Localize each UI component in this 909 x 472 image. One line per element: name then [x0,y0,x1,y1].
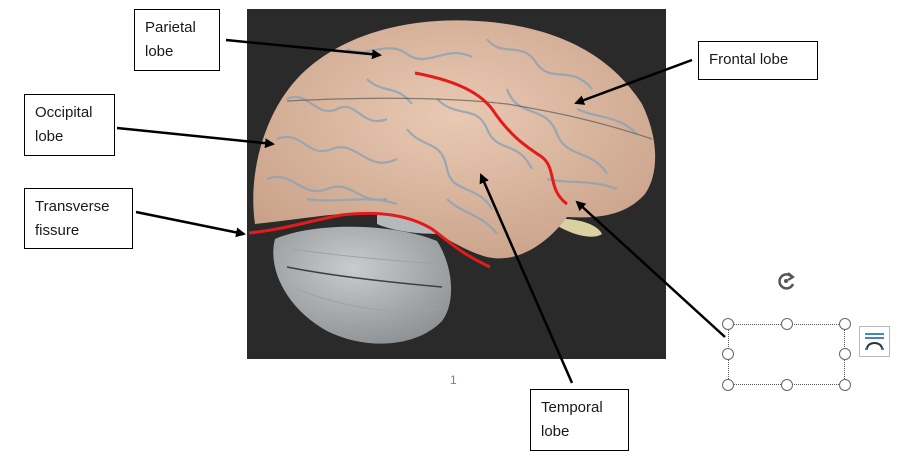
rotate-handle-icon[interactable] [774,269,798,293]
resize-handle-tr[interactable] [839,318,851,330]
transverse-fissure-line [248,211,491,269]
resize-handle-mr[interactable] [839,348,851,360]
frontal-lobe-label[interactable]: Frontal lobe [698,41,818,80]
layout-options-icon [865,333,884,350]
selected-textbox[interactable] [728,324,845,385]
resize-handle-br[interactable] [839,379,851,391]
transverse-arrow[interactable] [135,210,246,238]
temporal-arrow[interactable] [479,173,574,384]
occipital-lobe-label[interactable]: Occipital lobe [24,94,115,156]
resize-handle-bm[interactable] [781,379,793,391]
brain-photo [247,9,666,359]
selected-arrow[interactable] [575,200,726,338]
resize-handle-tm[interactable] [781,318,793,330]
resize-handle-bl[interactable] [722,379,734,391]
layout-options-button[interactable] [859,326,890,357]
frontal-arrow[interactable] [574,58,693,105]
transverse-fissure-label[interactable]: Transverse fissure [24,188,133,249]
resize-handle-tl[interactable] [722,318,734,330]
central-sulcus-line [414,71,568,206]
parietal-lobe-label[interactable]: Parietal lobe [134,9,220,71]
slide-number: 1 [450,373,457,387]
occipital-arrow[interactable] [116,126,275,149]
cerebellum [273,226,452,344]
brain-illustration [248,20,656,344]
temporal-lobe-label[interactable]: Temporal lobe [530,389,629,451]
resize-handle-ml[interactable] [722,348,734,360]
parietal-arrow[interactable] [225,38,382,60]
